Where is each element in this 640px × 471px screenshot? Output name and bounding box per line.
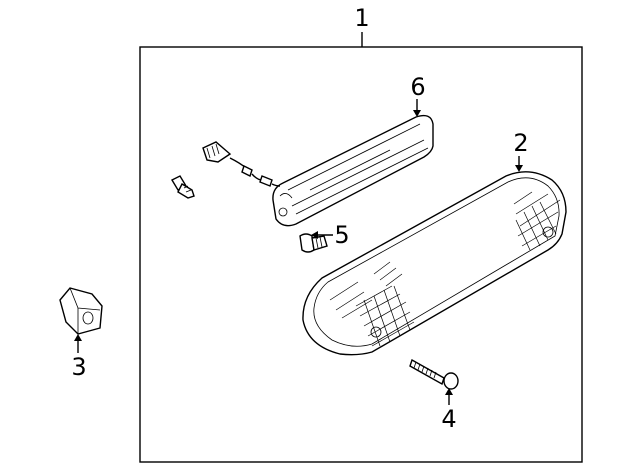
arrow-3	[74, 334, 82, 341]
part-6-light-housing	[272, 114, 434, 227]
callout-6: 6	[410, 73, 425, 101]
part-5-bolt	[299, 233, 328, 253]
arrow-4	[445, 388, 453, 395]
part-2-lamp-lens	[302, 171, 567, 356]
callout-5: 5	[334, 221, 349, 249]
callout-1: 1	[354, 4, 369, 32]
part-4-screw	[409, 358, 459, 390]
callout-2: 2	[513, 129, 528, 157]
part-3-clip-nut	[59, 287, 103, 335]
callout-4: 4	[441, 405, 456, 433]
wire-connector	[202, 141, 281, 187]
arrow-5	[311, 231, 318, 239]
arrow-6	[413, 110, 421, 117]
assembly-frame	[139, 46, 583, 463]
callout-3: 3	[71, 353, 86, 381]
screw-small	[171, 175, 195, 199]
arrow-2	[515, 165, 523, 172]
